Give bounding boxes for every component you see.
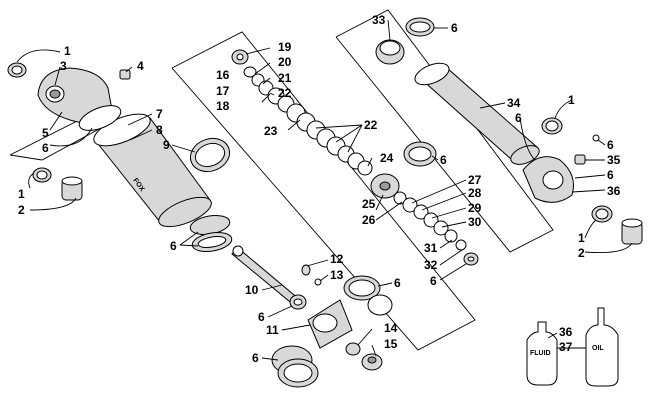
callout-7: 7 [156, 107, 163, 121]
callout-37: 37 [559, 340, 573, 354]
ball-part-12 [301, 264, 311, 276]
callout-13: 13 [330, 268, 344, 282]
callout-19: 19 [278, 40, 292, 54]
ring-part-6h [405, 17, 435, 37]
spacer-part-2b [621, 218, 643, 245]
cap-part-15 [361, 353, 383, 371]
callout-8: 8 [156, 123, 163, 137]
callout-20: 20 [278, 55, 292, 69]
callout-14: 14 [384, 321, 398, 335]
callout-26: 26 [362, 213, 376, 227]
oil-label: OIL [592, 345, 604, 352]
bushing-part-1d [591, 205, 613, 223]
callout-35: 35 [607, 153, 621, 167]
cap-part-33 [375, 39, 405, 65]
piston-part-25 [370, 173, 400, 199]
callout-16: 16 [216, 68, 230, 82]
valve-part-35 [574, 134, 600, 165]
callout-6c: 6 [258, 310, 265, 324]
callout-27: 27 [468, 173, 482, 187]
reservoir-part-34 [414, 62, 540, 165]
callout-17: 17 [216, 84, 230, 98]
center-frame [171, 31, 476, 351]
callout-36a: 36 [607, 184, 621, 198]
callout-6g: 6 [430, 274, 437, 288]
spacer-part-2a [61, 176, 83, 201]
callout-6b: 6 [170, 239, 177, 253]
leader-lines [16, 19, 633, 361]
callout-18: 18 [216, 99, 230, 113]
ball-part-13 [314, 278, 322, 286]
valve-stack [231, 49, 373, 176]
right-frame [335, 9, 554, 253]
callout-6i: 6 [515, 111, 522, 125]
callout-31: 31 [424, 241, 438, 255]
callout-34: 34 [507, 96, 521, 110]
bushing-part-1b [32, 167, 52, 183]
callout-4: 4 [137, 59, 144, 73]
callout-6d: 6 [394, 276, 401, 290]
callout-22a: 22 [278, 86, 292, 100]
callout-1d: 1 [578, 231, 585, 245]
seal-rings-6b [189, 214, 233, 253]
washer-part-6c [289, 294, 307, 310]
eyelet-part-3 [37, 67, 113, 123]
callout-32: 32 [424, 258, 438, 272]
callout-36b: 36 [559, 325, 573, 339]
callout-5: 5 [42, 126, 49, 140]
callout-23: 23 [264, 124, 278, 138]
callout-21: 21 [278, 71, 292, 85]
ring-part-24 [403, 141, 437, 167]
callout-33: 33 [372, 13, 386, 27]
callout-15: 15 [384, 337, 398, 351]
callout-12: 12 [330, 252, 344, 266]
shaft-part-10 [231, 245, 301, 307]
fluid-label: FLUID [530, 350, 551, 357]
callout-10: 10 [245, 283, 259, 297]
callout-29: 29 [468, 201, 482, 215]
seal-rings-6e [271, 345, 319, 388]
piston-part-11 [307, 299, 353, 349]
ring-part-9 [189, 137, 231, 173]
callout-25: 25 [362, 197, 376, 211]
callout-6e: 6 [252, 351, 259, 365]
reservoir-eye-part-36 [522, 156, 574, 203]
bushing-part-1a [7, 62, 27, 78]
washer-part-14 [345, 342, 361, 356]
callout-6j: 6 [607, 138, 614, 152]
callouts: 1 3 4 5 6 7 8 9 1 2 6 10 6 11 12 13 6 14… [18, 13, 621, 365]
bushing-part-1c [541, 117, 563, 135]
callout-24: 24 [380, 151, 394, 165]
oil-bottle: OIL [585, 307, 619, 387]
callout-6a: 6 [42, 141, 49, 155]
ring-part-6d [343, 275, 393, 316]
screw-part-4 [119, 69, 131, 80]
callout-1a: 1 [64, 44, 71, 58]
callout-2b: 2 [578, 246, 585, 260]
callout-6k: 6 [607, 168, 614, 182]
rebound-stack [393, 191, 467, 251]
shock-body: FOX [78, 105, 212, 228]
callout-28: 28 [468, 186, 482, 200]
callout-22b: 22 [364, 118, 378, 132]
nut-part-6g [463, 252, 479, 266]
fluid-bottle: FLUID [526, 321, 558, 386]
callout-6f: 6 [440, 153, 447, 167]
callout-30: 30 [468, 215, 482, 229]
callout-1c: 1 [568, 93, 575, 107]
callout-11: 11 [266, 323, 279, 337]
callout-3: 3 [60, 59, 67, 73]
callout-6h: 6 [451, 21, 458, 35]
callout-2a: 2 [18, 203, 25, 217]
callout-9: 9 [163, 138, 170, 152]
callout-1b: 1 [18, 187, 25, 201]
